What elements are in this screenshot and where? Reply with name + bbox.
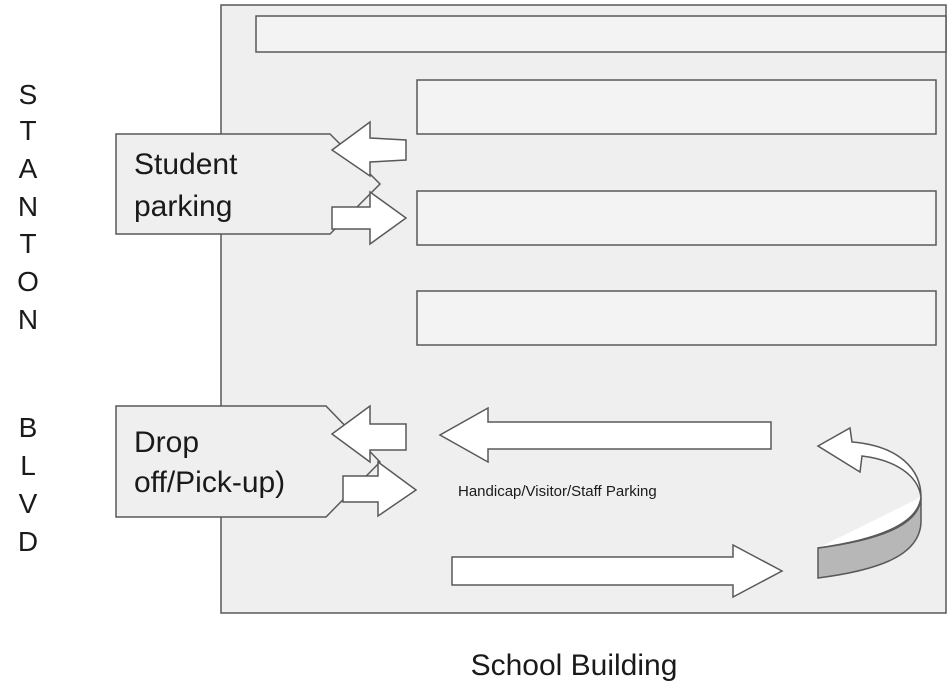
drop-off-callout	[115, 405, 382, 518]
parking-row-3	[416, 190, 937, 246]
student-parking-label-line1: Student	[134, 148, 238, 181]
parking-row-2	[416, 79, 937, 135]
street-letter: N	[18, 304, 38, 335]
turnaround-arrow-side	[817, 496, 922, 579]
street-letter: O	[17, 266, 39, 297]
street-letter: A	[19, 153, 38, 184]
street-letter: T	[19, 115, 36, 146]
student-parking-label-line2: parking	[134, 190, 232, 223]
turnaround-arrow	[816, 426, 922, 549]
street-letter: T	[19, 228, 36, 259]
drop-off-label-line2: off/Pick-up)	[134, 466, 285, 499]
street-letter: D	[18, 526, 38, 557]
drop-off-exit-arrow	[330, 404, 407, 464]
street-name: S T A N T O N B L V D	[17, 79, 39, 557]
street-letter: V	[19, 488, 38, 519]
lane-arrow-right	[451, 543, 784, 599]
handicap-visitor-staff-label: Handicap/Visitor/Staff Parking	[458, 483, 657, 500]
parking-row-4	[416, 290, 937, 346]
lane-arrow-left	[438, 406, 772, 464]
street-letter: L	[20, 450, 36, 481]
drop-off-label-line1: Drop	[134, 426, 199, 459]
student-exit-arrow	[330, 120, 407, 178]
school-building-label: School Building	[471, 649, 678, 682]
street-letter: N	[18, 191, 38, 222]
street-letter: B	[19, 412, 38, 443]
parking-row-1	[255, 15, 947, 53]
drop-off-enter-arrow	[342, 460, 418, 518]
student-enter-arrow	[331, 190, 408, 246]
street-letter: S	[19, 79, 38, 110]
